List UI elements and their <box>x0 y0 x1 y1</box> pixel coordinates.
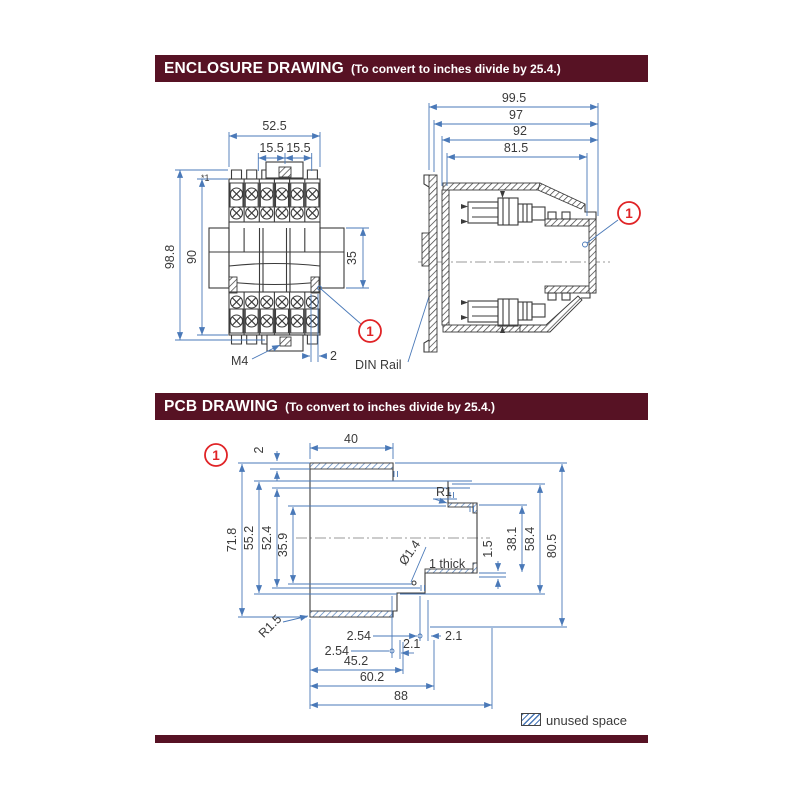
dim-front-height-total: 98.8 <box>163 245 177 269</box>
front-dimensions: 52.5 15.5 15.5 98.8 90 35 <box>163 119 434 372</box>
dim-pcb-right-584: 58.4 <box>523 527 537 551</box>
unused-space-hatch-top <box>309 462 394 470</box>
dim-side-depth-97: 97 <box>509 108 523 122</box>
dim-side-depth-body: 81.5 <box>504 141 528 155</box>
unused-space-hatch-bottom <box>309 610 394 618</box>
pcb-callout-1: 1 <box>204 443 228 467</box>
label-din-rail: DIN Rail <box>355 358 402 372</box>
pcb-subtitle: (To convert to inches divide by 25.4.) <box>285 400 495 414</box>
hatch-swatch-icon <box>521 713 541 726</box>
dim-front-pitch-right: 15.5 <box>286 141 310 155</box>
dim-pcb-height-359: 35.9 <box>276 533 290 557</box>
pcb-header-bar: PCB DRAWING (To convert to inches divide … <box>155 393 648 420</box>
dim-front-edge-gap: 2 <box>330 349 337 363</box>
legend-unused-space: unused space <box>521 713 627 728</box>
dim-pcb-offset-b: 2.1 <box>403 637 420 651</box>
dim-front-height-body: 90 <box>185 250 199 264</box>
dim-pcb-height-total: 71.8 <box>225 528 239 552</box>
pcb-title: PCB DRAWING <box>164 398 279 415</box>
pcb-hole <box>411 580 417 586</box>
front-body-outline <box>208 161 345 352</box>
front-callout-1: 1 <box>317 285 382 343</box>
callout-circle-icon <box>358 319 382 343</box>
dim-pcb-width-452: 45.2 <box>344 654 368 668</box>
callout-circle-icon <box>204 443 228 467</box>
dim-pcb-right-381: 38.1 <box>505 527 519 551</box>
pcb-dimensions: 2 40 71.8 55.2 52.4 35.9 R1 R1.5 Ø1.4 1 … <box>225 432 567 709</box>
callout-number: 1 <box>366 324 374 339</box>
label-m4-screw: M4 <box>231 354 248 368</box>
enclosure-side-view: 99.5 97 92 81.5 1 <box>418 91 641 353</box>
footnote-marker: *1 <box>201 173 210 183</box>
dim-pcb-pitch-a: 2.54 <box>347 629 371 643</box>
side-callout-1: 1 <box>582 201 641 248</box>
side-dimensions: 99.5 97 92 81.5 <box>428 91 599 216</box>
rail-clamp-hatch-right <box>310 276 320 294</box>
legend-label: unused space <box>546 713 627 728</box>
enclosure-header-bar: ENCLOSURE DRAWING (To convert to inches d… <box>155 55 648 82</box>
dim-pcb-radius-bottom: R1.5 <box>256 612 285 641</box>
footer-bar <box>155 735 648 743</box>
callout-number: 1 <box>212 448 220 463</box>
dim-pcb-pitch-b: 2.54 <box>325 644 349 658</box>
dim-front-rail-height: 35 <box>345 251 359 265</box>
callout-number: 1 <box>625 206 633 221</box>
rail-clamp-hatch-left <box>228 276 238 294</box>
callout-circle-icon <box>617 201 641 225</box>
dim-side-depth-total: 99.5 <box>502 91 526 105</box>
dim-pcb-strip-thickness: 2 <box>252 446 266 453</box>
dim-pcb-strip-width: 40 <box>344 432 358 446</box>
dim-pcb-height-552: 55.2 <box>242 526 256 550</box>
dim-pcb-height-524: 52.4 <box>260 526 274 550</box>
dim-pcb-radius-top: R1 <box>436 485 452 499</box>
side-body-outline <box>421 174 597 353</box>
dim-pcb-right-805: 80.5 <box>545 534 559 558</box>
dim-front-width: 52.5 <box>262 119 286 133</box>
dim-pcb-offset-a: 2.1 <box>445 629 462 643</box>
dim-front-pitch-left: 15.5 <box>259 141 283 155</box>
dim-pcb-width-602: 60.2 <box>360 670 384 684</box>
enclosure-drawing-svg: 52.5 15.5 15.5 98.8 90 35 <box>163 91 641 372</box>
dim-side-depth-92: 92 <box>513 124 527 138</box>
enclosure-front-view: 52.5 15.5 15.5 98.8 90 35 <box>163 119 434 372</box>
din-rail-profile <box>428 174 438 353</box>
enclosure-title: ENCLOSURE DRAWING <box>164 60 344 77</box>
dim-pcb-width-total: 88 <box>394 689 408 703</box>
label-pcb-thickness: 1 thick <box>429 557 466 571</box>
pcb-drawing-svg: 1 2 40 71.8 <box>204 432 567 709</box>
enclosure-subtitle: (To convert to inches divide by 25.4.) <box>350 62 561 76</box>
dim-pcb-right-15: 1.5 <box>481 540 495 557</box>
